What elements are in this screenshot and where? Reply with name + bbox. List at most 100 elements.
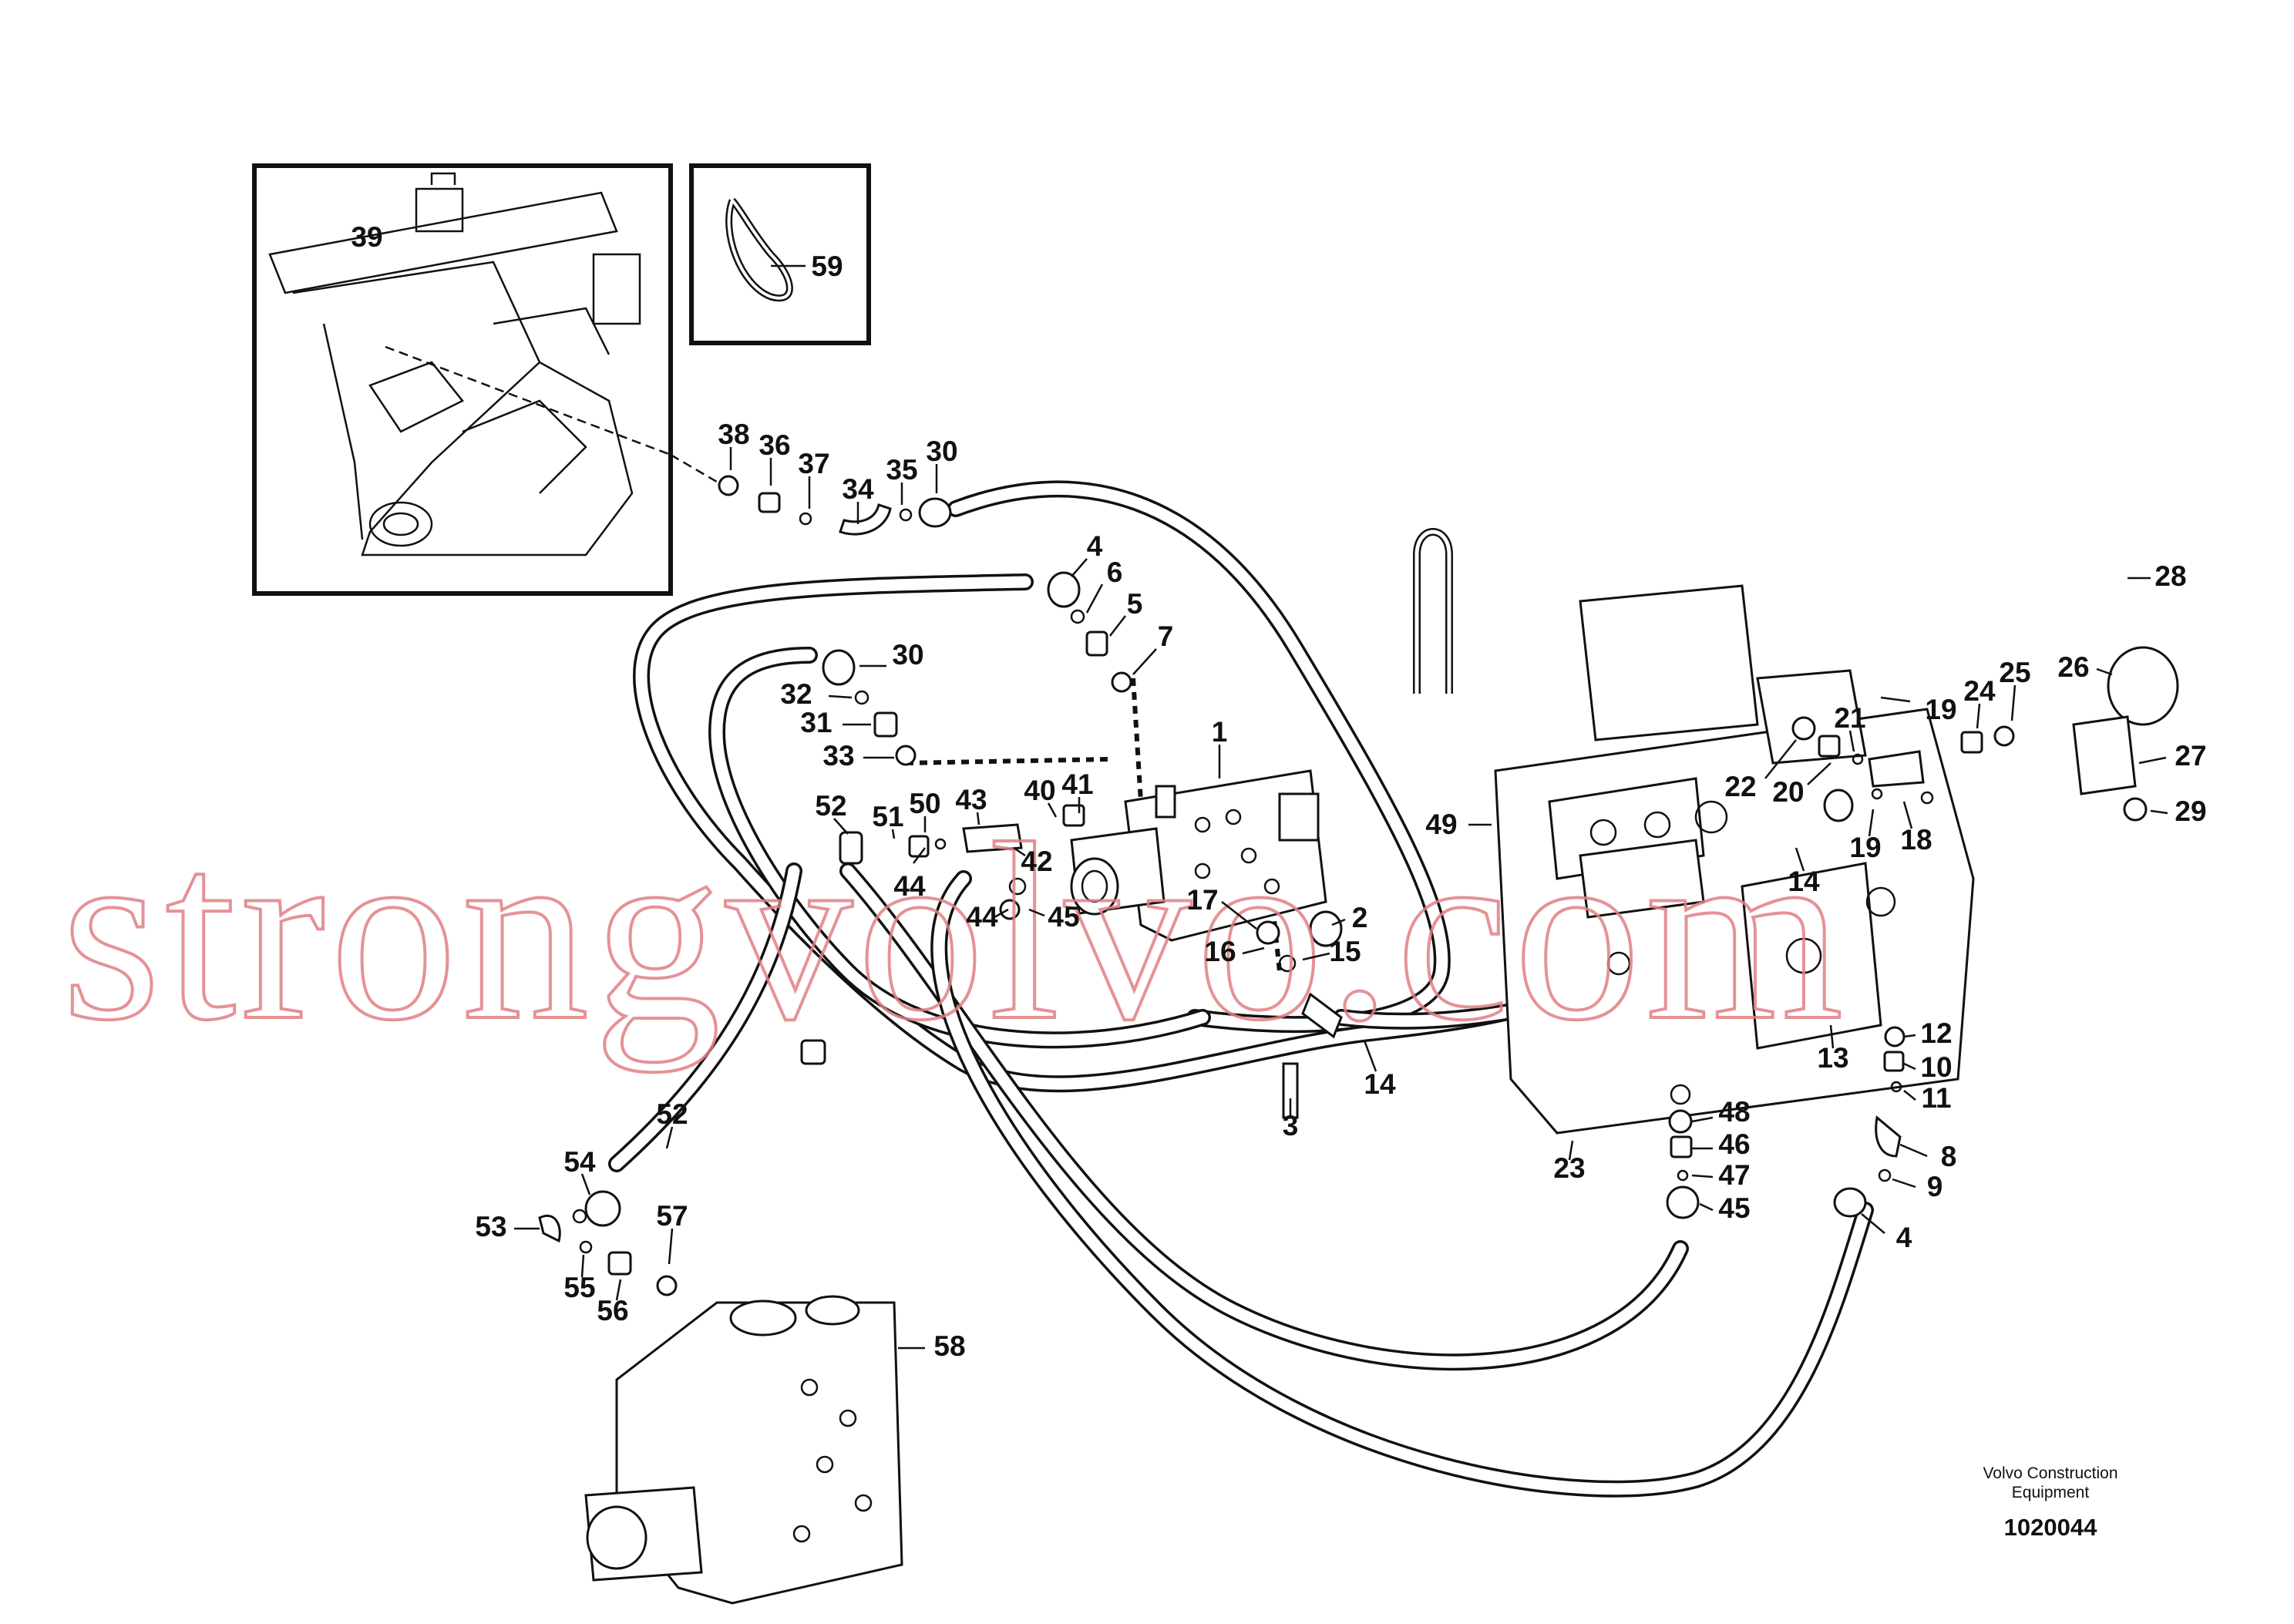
callout-leader <box>994 908 1009 919</box>
callout-leader <box>1902 801 1913 829</box>
callout-number: 20 <box>1772 776 1804 808</box>
callout-number: 30 <box>892 639 923 671</box>
callout-number: 49 <box>1425 809 1457 840</box>
callout-leader <box>580 1173 591 1195</box>
callout-leader <box>2096 667 2113 676</box>
callout-leader <box>1899 1143 1928 1158</box>
credit-line-2: Equipment <box>2012 1484 2090 1501</box>
callout-number: 44 <box>893 870 926 902</box>
callout-leader <box>1829 1024 1835 1049</box>
callout-leader <box>1028 908 1045 917</box>
callout-leader <box>1302 952 1330 961</box>
callout-number: 53 <box>475 1211 506 1242</box>
callout-number: 47 <box>1718 1159 1750 1191</box>
callout-leader <box>615 1279 622 1301</box>
callout-leader <box>1331 918 1346 926</box>
callout-number: 50 <box>909 788 940 819</box>
callout-leader <box>833 818 849 835</box>
callout-number: 3 <box>1283 1110 1299 1142</box>
callout-number: 31 <box>800 707 832 738</box>
callout-number: 28 <box>2154 560 2186 592</box>
callout-number: 7 <box>1158 620 1174 652</box>
callout-leader <box>1892 1178 1916 1189</box>
callout-leader <box>1085 583 1104 614</box>
callout-number: 19 <box>1925 694 1956 725</box>
callout-number: 59 <box>811 250 843 282</box>
callout-number: 6 <box>1107 556 1123 588</box>
inset-frame-frame-39 <box>252 163 673 596</box>
drawing-number: 1020044 <box>2004 1514 2097 1541</box>
callout-number: 41 <box>1061 768 1093 800</box>
callout-leader <box>1903 1062 1916 1071</box>
callout-number: 1 <box>1212 716 1228 748</box>
callout-leader <box>2150 809 2168 815</box>
callout-number: 39 <box>351 221 382 253</box>
callout-leader <box>828 694 853 699</box>
callout-number: 57 <box>656 1200 688 1232</box>
callout-leader <box>1013 846 1026 857</box>
callout-number: 40 <box>1024 775 1055 806</box>
callout-number: 33 <box>822 740 854 772</box>
callout-leader <box>1807 762 1832 785</box>
callout-leader <box>1764 739 1797 779</box>
callout-number: 55 <box>563 1272 595 1303</box>
callout-number: 45 <box>1718 1192 1750 1224</box>
clamp-assembly <box>1413 528 2179 822</box>
callout-number: 37 <box>798 448 829 479</box>
callout-leader <box>1242 946 1265 955</box>
callout-leaders <box>514 264 2168 1350</box>
main-control-valve <box>1494 584 1975 1135</box>
callout-leader <box>1699 1202 1714 1212</box>
callout-number: 11 <box>1921 1082 1951 1114</box>
callout-number: 4 <box>1896 1222 1912 1253</box>
callout-number: 22 <box>1724 771 1756 802</box>
callout-number: 12 <box>1920 1017 1952 1049</box>
callout-number: 45 <box>1048 901 1079 933</box>
callout-number: 14 <box>1364 1068 1396 1100</box>
callout-number: 14 <box>1788 866 1820 897</box>
callout-number: 15 <box>1329 936 1361 967</box>
valve-block <box>1070 769 1327 942</box>
credit-line-1: Volvo Construction <box>1983 1464 2117 1482</box>
callout-number: 10 <box>1920 1051 1952 1083</box>
callout-number: 13 <box>1817 1042 1848 1074</box>
callout-number: 38 <box>718 419 749 450</box>
callout-leader <box>580 1254 585 1278</box>
callout-leader <box>1848 730 1855 752</box>
callout-leader <box>1903 1090 1916 1101</box>
callout-number: 8 <box>1941 1141 1957 1172</box>
callout-number: 2 <box>1352 902 1368 933</box>
callout-number: 21 <box>1834 702 1865 734</box>
callout-leader <box>2138 756 2167 765</box>
callout-number: 52 <box>815 790 846 822</box>
callout-number: 19 <box>1849 832 1881 863</box>
callout-number: 35 <box>886 454 917 486</box>
callout-number: 5 <box>1127 588 1143 620</box>
callout-number: 24 <box>1963 675 1996 707</box>
lower-valve <box>584 1295 903 1605</box>
watermark-text: strongvolvo.com <box>62 792 1848 1073</box>
callout-number: 26 <box>2057 651 2089 683</box>
callout-number: 54 <box>563 1146 596 1178</box>
callout-number: 46 <box>1718 1128 1750 1160</box>
callout-number: 34 <box>842 473 874 505</box>
callout-leader <box>668 1228 674 1265</box>
callout-leader <box>891 829 896 839</box>
callout-number: 48 <box>1718 1096 1750 1128</box>
callout-number: 43 <box>955 784 987 815</box>
callout-number: 29 <box>2175 795 2206 827</box>
callout-number: 32 <box>780 678 812 710</box>
callout-number: 56 <box>597 1295 628 1326</box>
hoses <box>608 480 1874 1498</box>
callout-leader <box>1880 696 1911 703</box>
callout-leader <box>1363 1040 1377 1072</box>
callout-leader <box>1132 648 1157 675</box>
callout-number: 42 <box>1021 846 1052 877</box>
callout-leader <box>1691 1174 1714 1178</box>
callout-leader <box>1976 703 1981 729</box>
callout-number: 25 <box>1999 657 2030 688</box>
callout-number: 52 <box>656 1098 688 1130</box>
callout-leader <box>1047 802 1058 818</box>
